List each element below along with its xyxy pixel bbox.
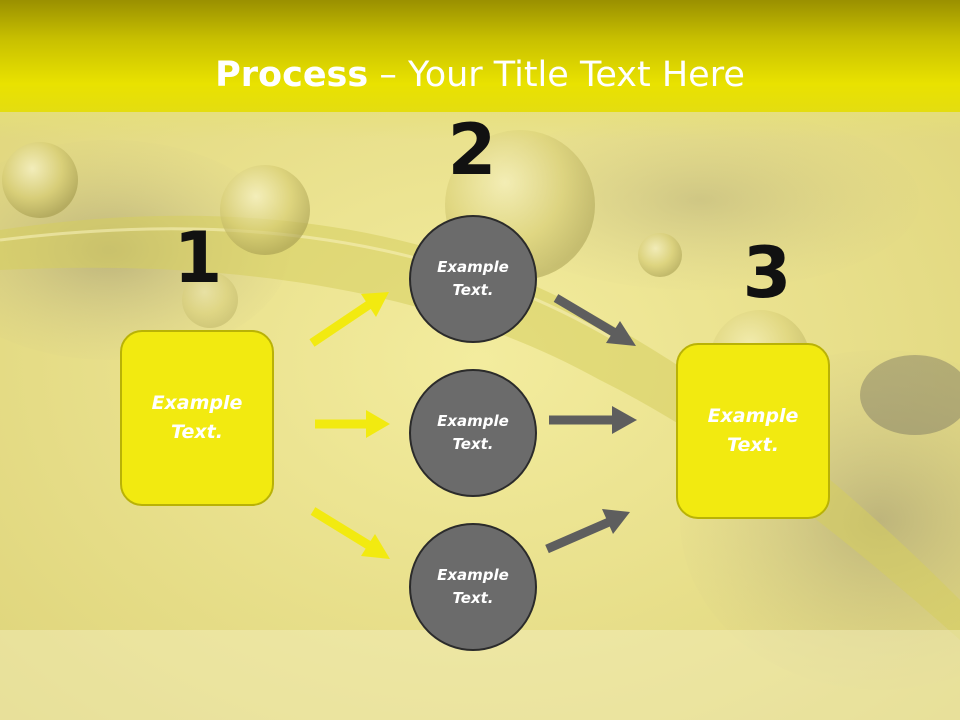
left-box-line2: Text. (171, 421, 223, 443)
circle-middle-line2: Text. (452, 435, 494, 453)
step-number-2: 2 (447, 109, 497, 191)
title-rest: – Your Title Text Here (368, 55, 745, 95)
arrow-yellow-down-icon (310, 507, 390, 559)
circle-top-line1: Example (437, 258, 509, 276)
arrow-gray-up-icon (545, 509, 630, 554)
title-banner (0, 0, 960, 112)
circle-bottom[interactable]: Example Text. (409, 523, 537, 651)
slide-title: Process – Your Title Text Here (0, 52, 960, 98)
arrow-gray-right-icon (549, 406, 637, 434)
circle-bottom-line1: Example (437, 566, 509, 584)
circle-top-line2: Text. (452, 281, 494, 299)
right-box-line2: Text. (727, 434, 779, 456)
circle-bottom-line2: Text. (452, 589, 494, 607)
right-step-box[interactable]: Example Text. (676, 343, 830, 519)
right-box-line1: Example (707, 405, 799, 427)
arrow-yellow-up-icon (309, 292, 389, 347)
circle-middle-line1: Example (437, 412, 509, 430)
circle-top[interactable]: Example Text. (409, 215, 537, 343)
arrow-gray-down-icon (553, 294, 636, 346)
circle-middle[interactable]: Example Text. (409, 369, 537, 497)
arrow-yellow-right-icon (315, 410, 390, 438)
left-box-line1: Example (151, 392, 243, 414)
title-banner-fade (0, 112, 960, 140)
step-number-1: 1 (173, 217, 223, 299)
title-bold: Process (215, 55, 369, 95)
left-step-box[interactable]: Example Text. (120, 330, 274, 506)
step-number-3: 3 (742, 232, 792, 314)
